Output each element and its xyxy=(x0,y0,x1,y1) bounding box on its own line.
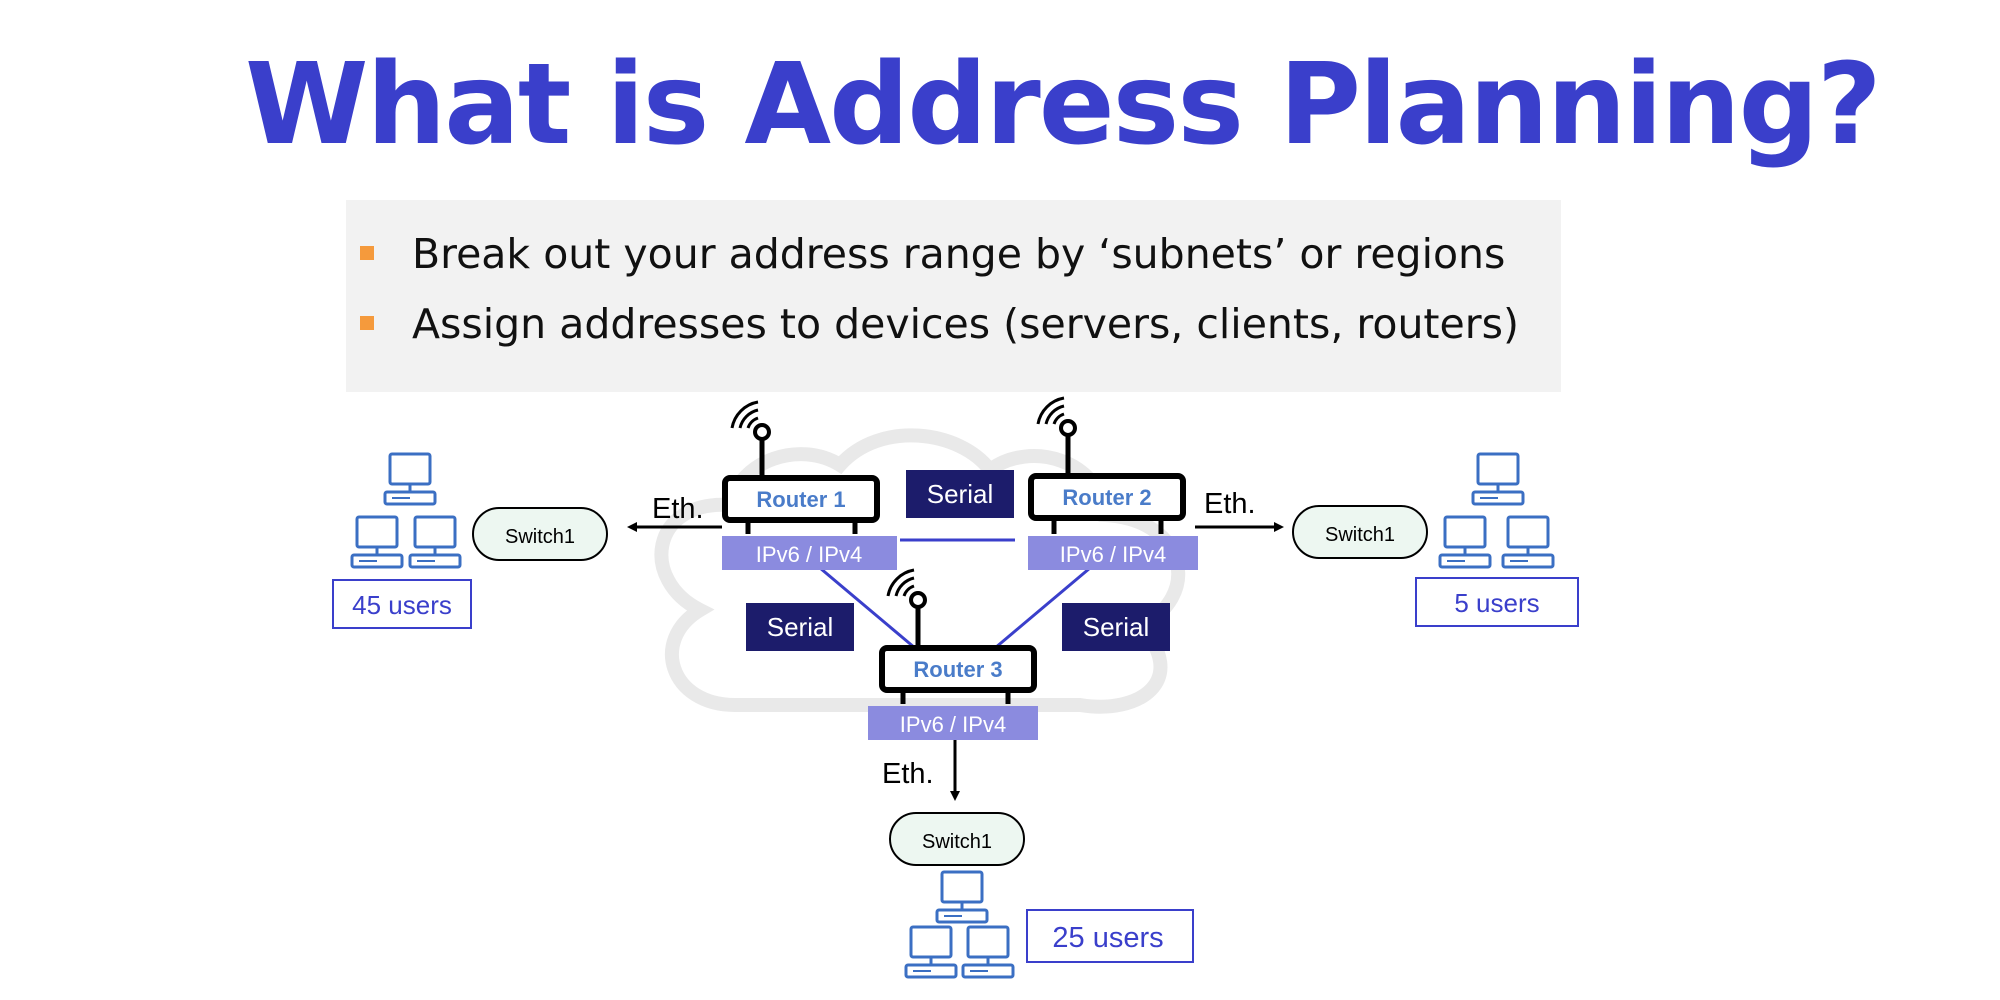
switch: Switch1 xyxy=(1292,505,1428,559)
wifi-antenna-icon xyxy=(730,400,771,441)
router-icon xyxy=(722,475,880,523)
eth-label: Eth. xyxy=(652,493,704,525)
serial-link xyxy=(819,566,916,650)
computer-icon xyxy=(1438,515,1492,569)
bullet-marker-icon xyxy=(360,246,374,260)
computer-cluster xyxy=(1438,452,1555,569)
svg-text:Switch1: Switch1 xyxy=(1325,524,1395,546)
bullet-text: Assign addresses to devices (servers, cl… xyxy=(412,300,1519,348)
wifi-antenna-icon xyxy=(1036,396,1077,437)
router-label: Router 1 xyxy=(756,487,845,512)
ip-label: IPv6 / IPv4 xyxy=(1060,542,1166,567)
eth-label: Eth. xyxy=(882,758,934,790)
svg-text:Switch1: Switch1 xyxy=(505,526,575,548)
switch: Switch1 xyxy=(472,507,608,561)
router-label: Router 3 xyxy=(913,657,1002,682)
computer-icon xyxy=(383,452,437,506)
svg-text:Serial: Serial xyxy=(1083,612,1149,642)
page-title: What is Address Planning? xyxy=(245,40,1882,170)
serial-label: Serial xyxy=(746,603,854,651)
router-2: Router 2 IPv6 / IPv4 xyxy=(1028,396,1198,570)
router-icon xyxy=(1028,473,1186,521)
router-3: Router 3 IPv6 / IPv4 xyxy=(868,568,1038,740)
bullet-item: Break out your address range by ‘subnets… xyxy=(360,230,1506,278)
computer-icon xyxy=(961,925,1015,979)
svg-text:Serial: Serial xyxy=(767,612,833,642)
bullet-item: Assign addresses to devices (servers, cl… xyxy=(360,300,1519,348)
computer-icon xyxy=(1471,452,1525,506)
computer-icon xyxy=(904,925,958,979)
ip-bar xyxy=(722,536,897,570)
users-box: 25 users xyxy=(1026,909,1194,963)
svg-text:Serial: Serial xyxy=(927,479,993,509)
users-box: 45 users xyxy=(332,579,472,629)
svg-text:Switch1: Switch1 xyxy=(922,831,992,853)
computer-cluster xyxy=(904,870,1015,979)
ip-label: IPv6 / IPv4 xyxy=(900,712,1006,737)
router-icon xyxy=(879,645,1037,693)
computer-icon xyxy=(1501,515,1555,569)
computer-icon xyxy=(350,515,404,569)
router-1: Router 1 IPv6 / IPv4 xyxy=(722,400,897,570)
serial-label: Serial xyxy=(906,470,1014,518)
svg-text:25 users: 25 users xyxy=(1052,922,1163,954)
svg-text:45 users: 45 users xyxy=(352,590,452,620)
users-box: 5 users xyxy=(1415,577,1579,627)
bullet-marker-icon xyxy=(360,316,374,330)
serial-label: Serial xyxy=(1062,603,1170,651)
ip-bar xyxy=(1028,536,1198,570)
switch: Switch1 xyxy=(889,812,1025,866)
serial-link xyxy=(994,566,1091,650)
ip-bar xyxy=(868,706,1038,740)
svg-text:5 users: 5 users xyxy=(1454,588,1539,618)
eth-label: Eth. xyxy=(1204,488,1256,520)
bullet-text: Break out your address range by ‘subnets… xyxy=(412,230,1506,278)
router-label: Router 2 xyxy=(1062,485,1151,510)
wifi-antenna-icon xyxy=(886,568,927,609)
computer-icon xyxy=(935,870,989,924)
computer-cluster xyxy=(350,452,462,569)
ip-label: IPv6 / IPv4 xyxy=(756,542,862,567)
computer-icon xyxy=(408,515,462,569)
bullet-list: Break out your address range by ‘subnets… xyxy=(346,200,1561,392)
